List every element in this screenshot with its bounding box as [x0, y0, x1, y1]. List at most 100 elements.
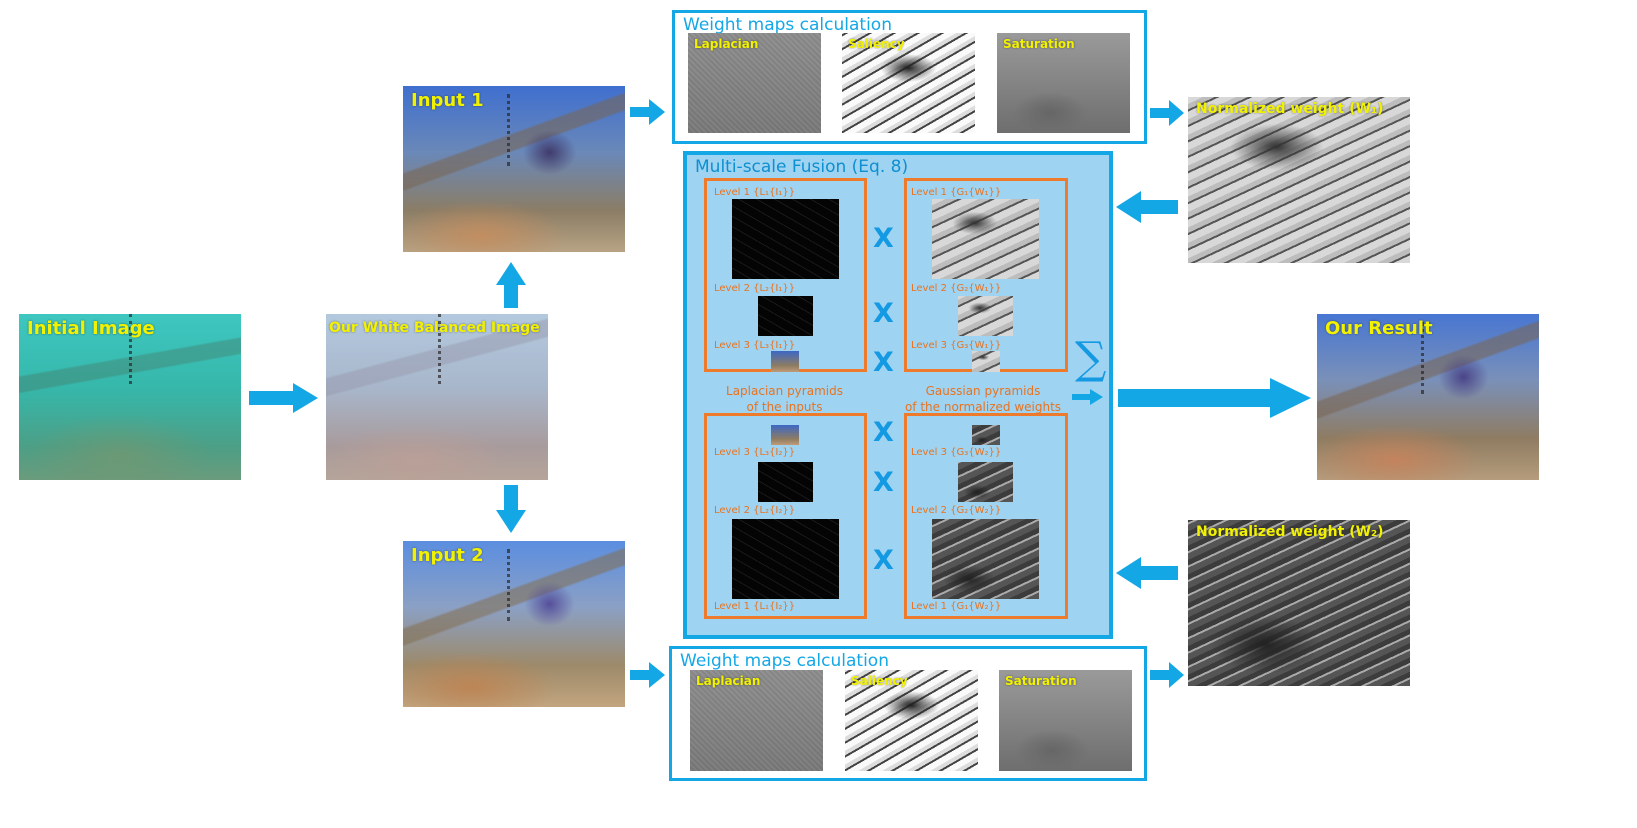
- input1-caption: Input 1: [411, 90, 484, 111]
- arrow-down-icon: [496, 485, 526, 533]
- lap-bottom-level3-image: [771, 425, 799, 445]
- chain-graphic: [507, 94, 519, 166]
- laplacian-caption-line1: Laplacian pyramids: [726, 384, 843, 398]
- initial-image: Initial Image: [19, 314, 241, 480]
- arrow-left-icon: [1116, 191, 1178, 223]
- saturation-map-bottom-label: Saturation: [1005, 674, 1077, 688]
- white-balanced-caption: Our White Balanced Image: [329, 320, 540, 336]
- input1-image: Input 1: [403, 86, 625, 252]
- arrow-up-icon: [496, 262, 526, 308]
- term-text: {L₃{I₂}}: [753, 447, 796, 458]
- level-text: Level 3: [911, 340, 947, 351]
- level-text: Level 1: [714, 187, 750, 198]
- lap-top-level3-image: [771, 351, 799, 372]
- laplacian-map-bottom-label: Laplacian: [696, 674, 761, 688]
- lap-bottom-level1-image: [732, 519, 839, 599]
- level-text: Level 1: [911, 187, 947, 198]
- gauss-bottom-level2-image: [958, 462, 1013, 502]
- chain-graphic: [129, 314, 141, 384]
- laplacian-pyramid-input2: [704, 413, 867, 619]
- arrow-right-icon: [249, 383, 318, 413]
- input2-caption: Input 2: [411, 545, 484, 566]
- arrow-right-icon: [1118, 378, 1311, 418]
- level-text: Level 2: [911, 283, 947, 294]
- lap-top-level3-label: Level 3 {L₃{I₁}}: [714, 340, 795, 351]
- chain-graphic: [507, 549, 519, 621]
- gauss-top-level1-image: [932, 199, 1039, 279]
- gauss-bottom-level3-label: Level 3 {G₃{W₂}}: [911, 447, 1001, 458]
- gaussian-caption-line2: of the normalized weights: [904, 400, 1062, 414]
- arrow-right-icon: [630, 99, 665, 125]
- term-text: {G₃{W₂}}: [950, 447, 1002, 458]
- level-text: Level 2: [714, 505, 750, 516]
- arrow-right-icon: [1150, 662, 1184, 688]
- saliency-map-top: Saliency: [842, 33, 975, 133]
- term-text: {L₂{I₁}}: [753, 283, 796, 294]
- gauss-top-level1-label: Level 1 {G₁{W₁}}: [911, 187, 1001, 198]
- saturation-map-bottom: Saturation: [999, 670, 1132, 771]
- multiscale-fusion-title: Multi-scale Fusion (Eq. 8): [695, 157, 909, 177]
- arrow-right-icon: [1072, 389, 1103, 405]
- summation-sign: ∑: [1075, 333, 1107, 384]
- gauss-bottom-level3-image: [972, 425, 1000, 445]
- white-balanced-image: Our White Balanced Image: [326, 314, 548, 480]
- weight-maps-top-box: Weight maps calculation Laplacian Salien…: [672, 10, 1147, 144]
- lap-top-level2-image: [758, 296, 813, 336]
- weight-maps-top-title: Weight maps calculation: [683, 15, 892, 35]
- gaussian-caption-line1: Gaussian pyramids: [925, 384, 1041, 398]
- lap-bottom-level2-label: Level 2 {L₂{I₂}}: [714, 505, 795, 516]
- input2-image: Input 2: [403, 541, 625, 707]
- multiply-sign: X: [873, 545, 894, 576]
- level-text: Level 1: [714, 601, 750, 612]
- term-text: {L₂{I₂}}: [753, 505, 796, 516]
- gauss-top-level2-image: [958, 296, 1013, 336]
- term-text: {L₁{I₂}}: [753, 601, 796, 612]
- gaussian-pyramid-w2: [904, 413, 1068, 619]
- level-text: Level 2: [714, 283, 750, 294]
- arrow-left-icon: [1116, 557, 1178, 589]
- chain-graphic: [438, 314, 450, 384]
- result-image: Our Result: [1317, 314, 1539, 480]
- multiply-sign: X: [873, 417, 894, 448]
- lap-bottom-level3-label: Level 3 {L₃{I₂}}: [714, 447, 795, 458]
- laplacian-map-top: Laplacian: [688, 33, 821, 133]
- saliency-map-top-label: Saliency: [848, 37, 905, 51]
- multiply-sign: X: [873, 298, 894, 329]
- saliency-map-bottom-label: Saliency: [851, 674, 908, 688]
- lap-bottom-level2-image: [758, 462, 813, 502]
- level-text: Level 3: [911, 447, 947, 458]
- level-text: Level 3: [714, 447, 750, 458]
- level-text: Level 1: [911, 601, 947, 612]
- chain-graphic: [1421, 322, 1433, 394]
- gauss-top-level3-image: [972, 351, 1000, 372]
- term-text: {G₃{W₁}}: [950, 340, 1002, 351]
- saturation-map-top: Saturation: [997, 33, 1130, 133]
- weight-maps-bottom-box: Weight maps calculation Laplacian Salien…: [669, 646, 1147, 781]
- term-text: {L₁{I₁}}: [753, 187, 796, 198]
- multiply-sign: X: [873, 467, 894, 498]
- multiscale-fusion-box: Multi-scale Fusion (Eq. 8) Level 1 {L₁{I…: [683, 151, 1113, 639]
- saturation-map-top-label: Saturation: [1003, 37, 1075, 51]
- lap-top-level1-label: Level 1 {L₁{I₁}}: [714, 187, 795, 198]
- weight-maps-bottom-title: Weight maps calculation: [680, 651, 889, 671]
- term-text: {G₁{W₂}}: [950, 601, 1002, 612]
- level-text: Level 2: [911, 505, 947, 516]
- lap-top-level2-label: Level 2 {L₂{I₁}}: [714, 283, 795, 294]
- lap-top-level1-image: [732, 199, 839, 279]
- laplacian-caption-line2: of the inputs: [746, 400, 823, 414]
- normalized-weight-w2: Normalized weight (W₂): [1188, 520, 1410, 686]
- saliency-map-bottom: Saliency: [845, 670, 978, 771]
- laplacian-map-bottom: Laplacian: [690, 670, 823, 771]
- term-text: {L₃{I₁}}: [753, 340, 796, 351]
- gauss-bottom-level1-label: Level 1 {G₁{W₂}}: [911, 601, 1001, 612]
- gauss-bottom-level2-label: Level 2 {G₂{W₂}}: [911, 505, 1001, 516]
- laplacian-map-top-label: Laplacian: [694, 37, 759, 51]
- level-text: Level 3: [714, 340, 750, 351]
- lap-bottom-level1-label: Level 1 {L₁{I₂}}: [714, 601, 795, 612]
- gauss-top-level2-label: Level 2 {G₂{W₁}}: [911, 283, 1001, 294]
- arrow-right-icon: [1150, 100, 1184, 126]
- laplacian-caption: Laplacian pyramids of the inputs: [704, 383, 865, 415]
- arrow-right-icon: [630, 662, 665, 688]
